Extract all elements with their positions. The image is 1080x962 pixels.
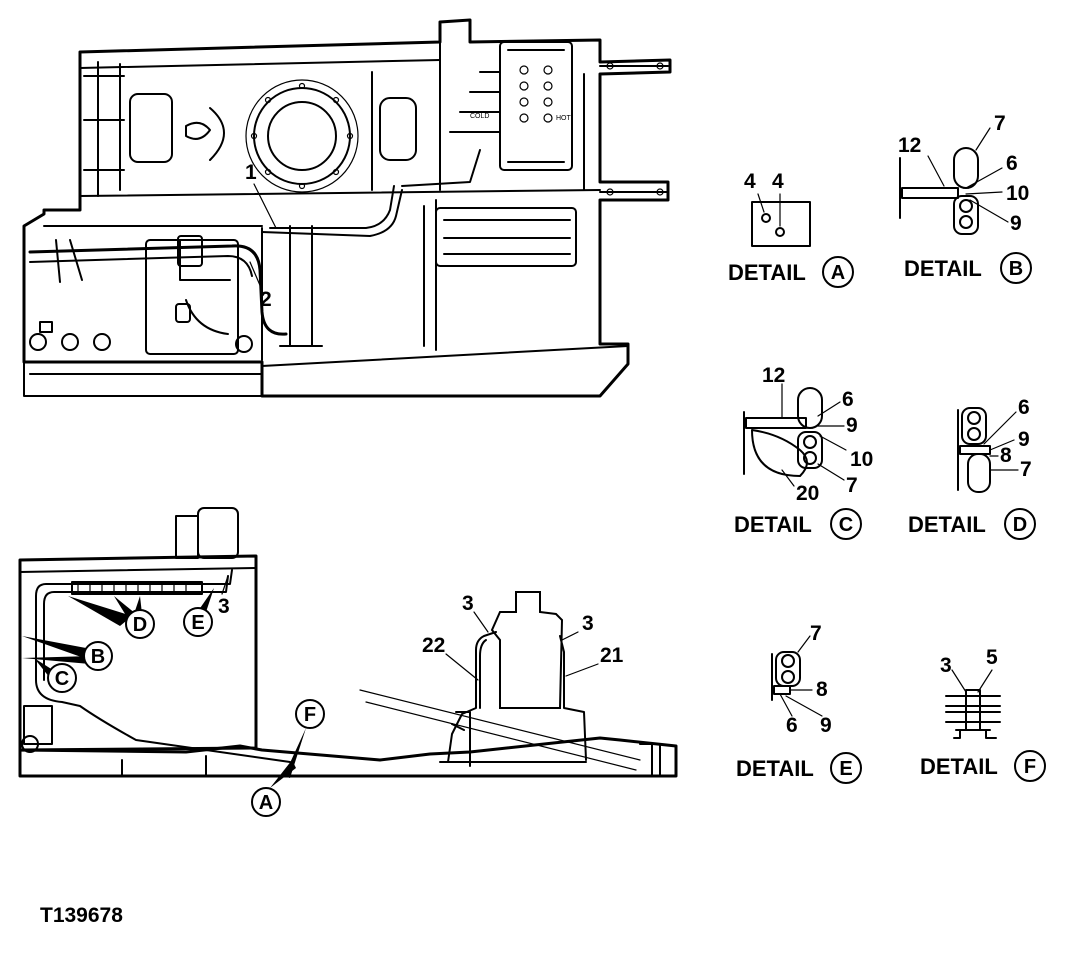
detail-c-callout-9: 9 [846,414,858,437]
detail-b-title: DETAIL [904,256,982,281]
detail-f: 3 5 DETAIL F [920,646,1046,782]
detail-f-title: DETAIL [920,754,998,779]
detail-f-letter: F [1024,756,1036,778]
callout-3-right: 3 [582,612,594,635]
detail-b-letter: B [1009,258,1023,280]
detail-c-title: DETAIL [734,512,812,537]
detail-a-title: DETAIL [728,260,806,285]
detail-b-callout-10: 10 [1006,182,1029,205]
figure-id: T139678 [40,904,123,927]
detail-c-callout-10: 10 [850,448,873,471]
detail-d-callout-9: 9 [1018,428,1030,451]
ref-detail-b: B [91,646,105,668]
detail-e-title: DETAIL [736,756,814,781]
detail-c-callout-7: 7 [846,474,858,497]
detail-c: 12 6 9 10 7 20 DETAIL C [734,364,873,540]
detail-b-callout-7: 7 [994,112,1006,135]
detail-c-callout-20: 20 [796,482,819,505]
ref-detail-e: E [191,612,204,634]
detail-e-callout-7: 7 [810,622,822,645]
detail-f-callout-3: 3 [940,654,952,677]
detail-d-letter: D [1013,514,1027,536]
detail-a-callout-4a: 4 [744,170,756,193]
detail-e-callout-9: 9 [820,714,832,737]
detail-e-callout-6: 6 [786,714,798,737]
cold-label: COLD [470,113,489,120]
detail-e-callout-8: 8 [816,678,828,701]
callout-3-mid: 3 [462,592,474,615]
ref-detail-d: D [133,614,147,636]
detail-c-letter: C [839,514,853,536]
detail-a: 4 4 DETAIL A [728,170,854,288]
detail-d-title: DETAIL [908,512,986,537]
detail-a-callout-4b: 4 [772,170,784,193]
hot-label: HOT [556,115,572,122]
side-view-frame: D E B C F A 3 3 3 22 21 [18,507,678,817]
top-view-frame: COLD HOT 1 2 [22,18,672,398]
callout-22: 22 [422,634,445,657]
detail-d-callout-6: 6 [1018,396,1030,419]
detail-e-letter: E [839,758,852,780]
ref-detail-f: F [304,704,316,726]
callout-3-left: 3 [218,595,230,618]
detail-f-callout-5: 5 [986,646,998,669]
detail-d-callout-7: 7 [1020,458,1032,481]
detail-d-callout-8: 8 [1000,444,1012,467]
detail-b-callout-12: 12 [898,134,921,157]
detail-b: 12 7 6 10 9 DETAIL B [898,112,1032,284]
ref-detail-a: A [259,792,273,814]
detail-c-callout-12: 12 [762,364,785,387]
detail-c-callout-6: 6 [842,388,854,411]
detail-e: 7 8 6 9 DETAIL E [736,622,862,784]
callout-1: 1 [245,161,257,184]
detail-a-letter: A [831,262,845,284]
detail-d: 6 9 8 7 DETAIL D [908,396,1036,540]
detail-b-callout-9: 9 [1010,212,1022,235]
callout-21: 21 [600,644,624,667]
callout-2: 2 [260,288,272,311]
ref-detail-c: C [55,668,69,690]
detail-b-callout-6: 6 [1006,152,1018,175]
